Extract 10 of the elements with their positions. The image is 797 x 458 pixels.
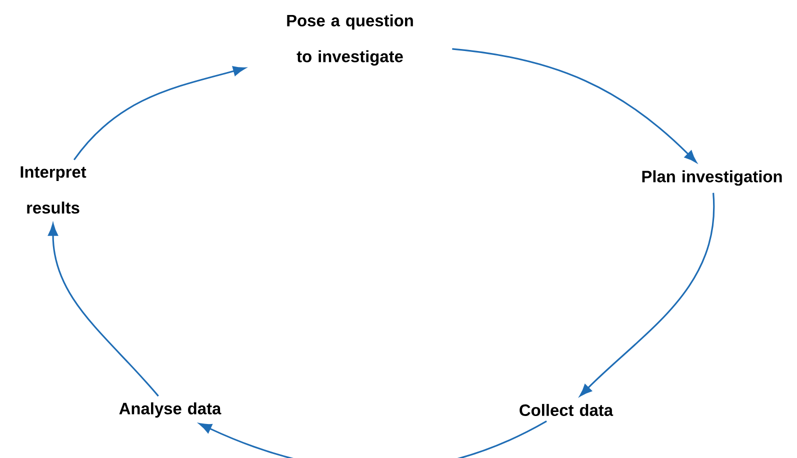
step-label: Interpret results [20,166,86,214]
arrow [73,66,246,160]
arrow [452,48,697,163]
step-label: Collect data [520,404,614,416]
arrow [580,192,714,396]
arrow [48,223,159,397]
step-label: Plan investigation [642,170,782,186]
step-label: Pose a question to investigate [287,14,413,66]
arrow [199,420,547,458]
step-label: Analyse data [119,402,222,418]
